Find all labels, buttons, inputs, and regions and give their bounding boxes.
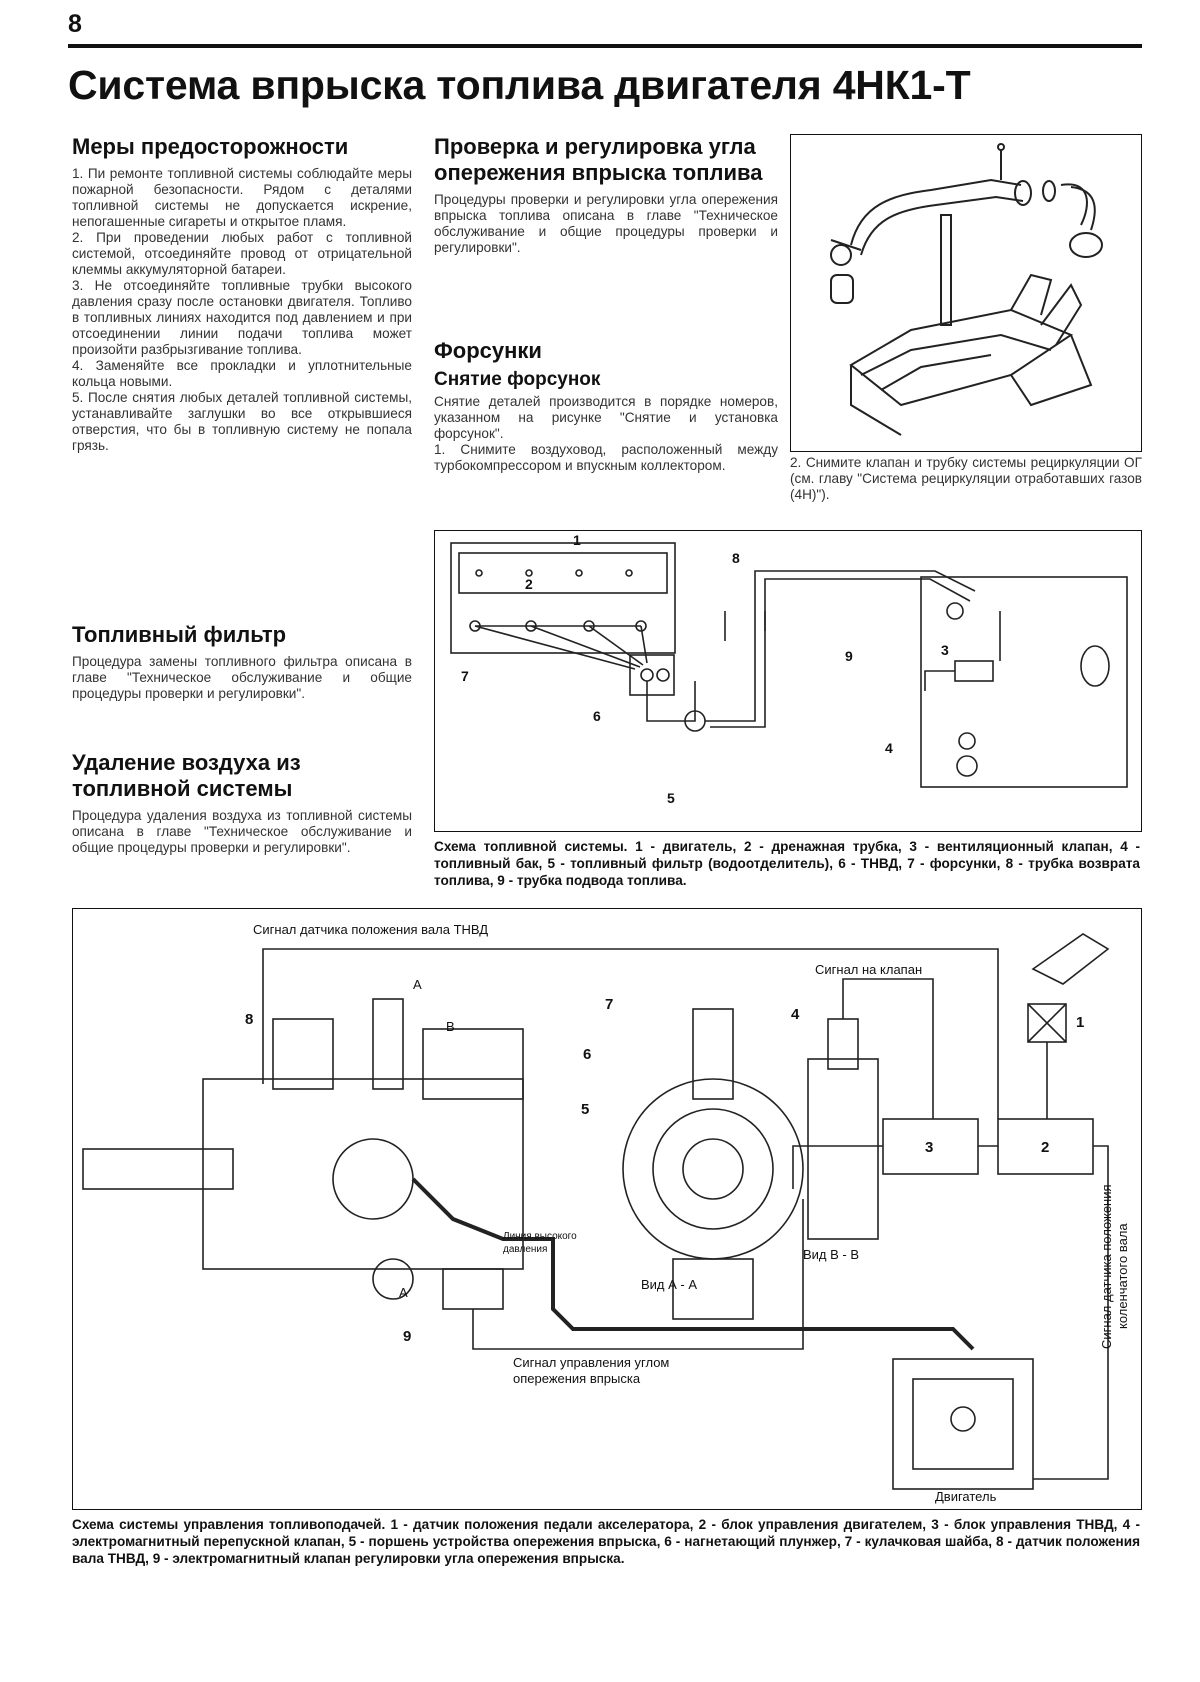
- air-duct-figure: [790, 134, 1142, 452]
- timing-heading: Проверка и регулировка угла опережения в…: [434, 134, 763, 185]
- block-3-label: 3: [925, 1139, 933, 1156]
- fuel-filter-section: Топливный фильтр Процедура замены топлив…: [72, 622, 412, 702]
- label-timing-signal-1: Сигнал управления углом: [513, 1355, 669, 1370]
- precaution-2: 2. При проведении любых работ с топливно…: [72, 230, 412, 277]
- air-removal-heading: Удаление воздуха из топливной системы: [72, 750, 301, 801]
- callout-c4: 4: [791, 1006, 800, 1023]
- label-crank-2: коленчатого вала: [1115, 1223, 1130, 1329]
- fuel-system-caption: Схема топливной системы. 1 - двигатель, …: [434, 839, 1140, 888]
- callout-c8: 8: [245, 1011, 253, 1028]
- callout-6: 6: [593, 708, 601, 724]
- section-b-top: В: [446, 1019, 455, 1034]
- fuel-control-figure: Сигнал датчика положения вала ТНВД Сигна…: [72, 908, 1142, 1510]
- injector-step-1: 1. Снимите воздуховод, расположенный меж…: [434, 442, 778, 473]
- label-pump-sensor: Сигнал датчика положения вала ТНВД: [253, 922, 488, 937]
- label-high-pressure-1: Линия высокого: [503, 1231, 577, 1242]
- label-valve-signal: Сигнал на клапан: [815, 962, 922, 977]
- timing-section: Проверка и регулировка угла опережения в…: [434, 134, 778, 256]
- page-number: 8: [68, 10, 82, 38]
- injectors-heading: Форсунки: [434, 338, 542, 363]
- precaution-5: 5. После снятия любых деталей топливной …: [72, 390, 412, 453]
- precaution-3: 3. Не отсоединяйте топливные трубки высо…: [72, 278, 412, 357]
- callout-3: 3: [941, 642, 949, 658]
- precaution-4: 4. Заменяйте все прокладки и уплотнитель…: [72, 358, 412, 389]
- engine-block: [450, 542, 676, 654]
- step-2-text: 2. Снимите клапан и трубку системы рецир…: [790, 455, 1142, 502]
- injector-removal-subheading: Снятие форсунок: [434, 369, 601, 390]
- fuel-filter-text: Процедура замены топливного фильтра опис…: [72, 654, 412, 701]
- fuel-control-diagram: Сигнал датчика положения вала ТНВД Сигна…: [82, 922, 1130, 1504]
- block-2-label: 2: [1041, 1139, 1049, 1156]
- precautions-section: Меры предосторожности 1. Пи ремонте топл…: [72, 134, 412, 454]
- fuel-control-caption: Схема системы управления топливоподачей.…: [72, 1517, 1140, 1566]
- label-view-bb: Вид В - В: [803, 1247, 859, 1262]
- callout-9: 9: [845, 648, 853, 664]
- callout-c1: 1: [1076, 1014, 1084, 1031]
- timing-text: Процедуры проверки и регулировки угла оп…: [434, 192, 778, 255]
- label-timing-signal-2: опережения впрыска: [513, 1371, 641, 1386]
- label-high-pressure-2: давления: [503, 1244, 547, 1255]
- precautions-heading: Меры предосторожности: [72, 134, 349, 159]
- fuel-filter-heading: Топливный фильтр: [72, 622, 287, 647]
- air-duct-drawing: [830, 143, 1103, 436]
- label-view-aa: Вид А - А: [641, 1277, 697, 1292]
- air-removal-section: Удаление воздуха из топливной системы Пр…: [72, 750, 412, 856]
- precaution-1: 1. Пи ремонте топливной системы соблюдай…: [72, 166, 412, 229]
- injectors-section: Форсунки Снятие форсунок Снятие деталей …: [434, 338, 778, 474]
- callout-2: 2: [525, 576, 533, 592]
- callout-1: 1: [573, 532, 581, 548]
- label-crank-1: Сигнал датчика положения: [1099, 1184, 1114, 1349]
- callout-5: 5: [667, 790, 675, 806]
- label-engine: Двигатель: [935, 1489, 997, 1504]
- callout-4: 4: [885, 740, 893, 756]
- section-a-top: А: [413, 977, 422, 992]
- page-title: Система впрыска топлива двигателя 4НК1-Т: [68, 62, 971, 108]
- callout-7: 7: [461, 668, 469, 684]
- callout-c6: 6: [583, 1046, 591, 1063]
- header-rule: [68, 44, 1142, 48]
- callout-c9: 9: [403, 1328, 411, 1345]
- callout-c7: 7: [605, 996, 613, 1013]
- section-a-bottom: А: [399, 1285, 408, 1300]
- callout-8: 8: [732, 550, 740, 566]
- air-removal-text: Процедура удаления воздуха из топливной …: [72, 808, 412, 855]
- fuel-system-schematic: 1 2 3 4 5 6 7 8 9: [450, 532, 1128, 806]
- callout-c5: 5: [581, 1101, 589, 1118]
- injector-removal-text: Снятие деталей производится в порядке но…: [434, 394, 778, 441]
- fuel-system-figure: 1 2 3 4 5 6 7 8 9: [434, 530, 1142, 832]
